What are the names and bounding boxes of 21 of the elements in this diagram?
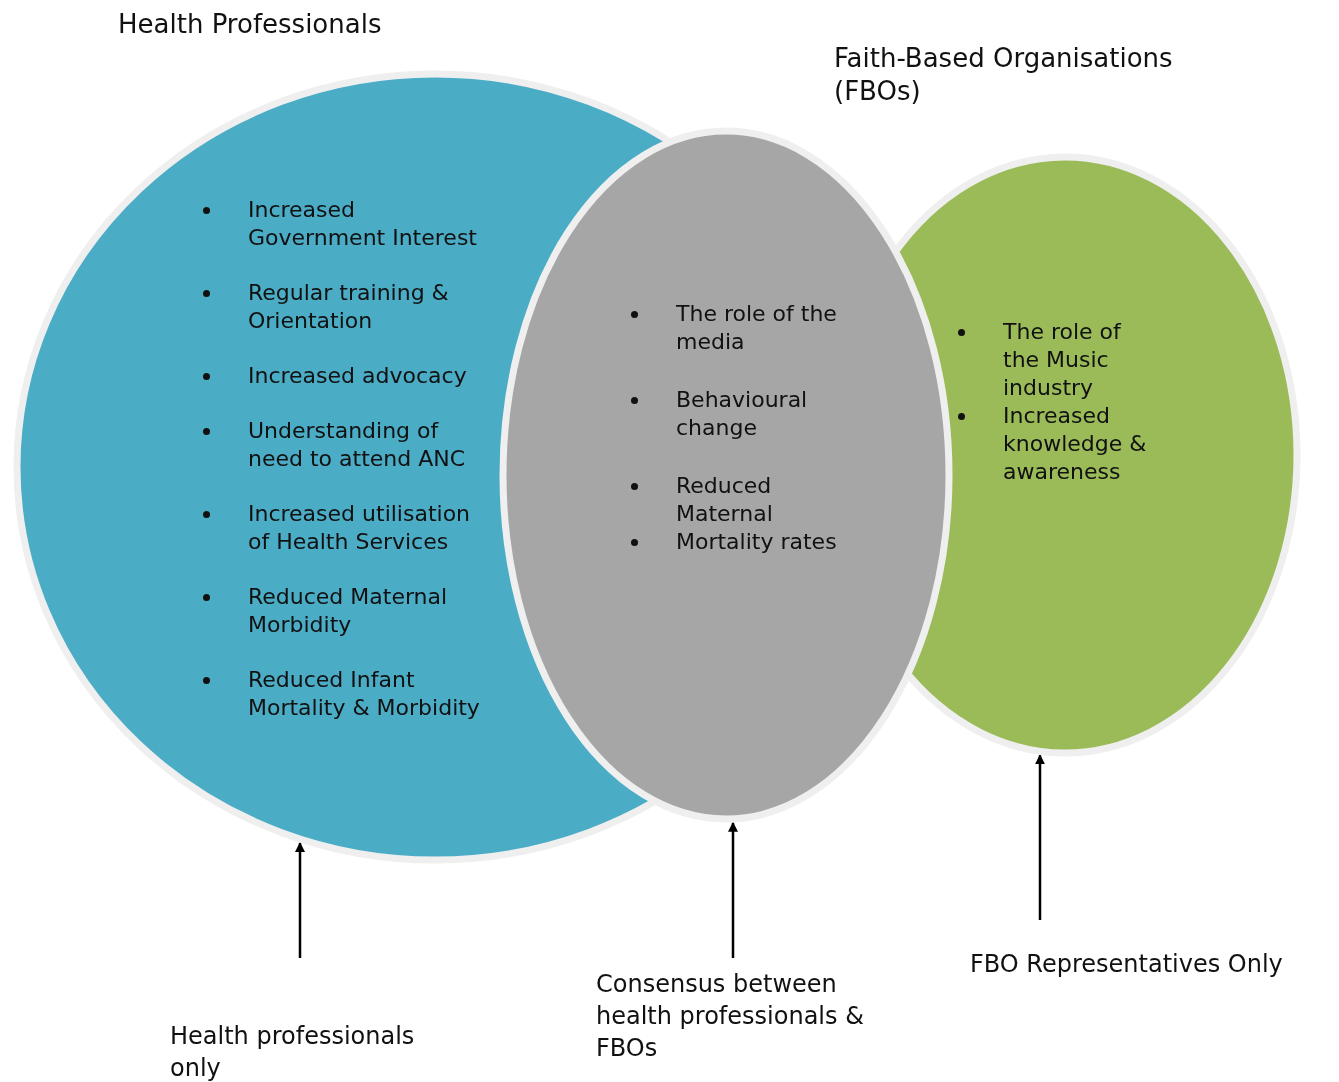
bullet-text: Increased utilisation of Health Services xyxy=(248,501,471,554)
bullet-text: Regular training & Orientation xyxy=(248,280,449,333)
caption-text: Consensus between health professionals & FBOs xyxy=(596,969,865,1064)
bullet-text: The role of the media xyxy=(676,301,837,354)
caption-text: FBO Representatives Only xyxy=(970,949,1284,980)
bullet-text: Reduced Maternal Morbidity xyxy=(248,584,448,637)
bullet-text: Behavioural change xyxy=(676,387,808,440)
arrow xyxy=(295,841,305,958)
bullet-text: Increased knowledge & awareness xyxy=(1003,403,1147,484)
set-heading: Health Professionals xyxy=(118,8,383,41)
caption-text: Health professionals only xyxy=(170,1021,416,1082)
set-heading: Faith-Based Organisations (FBOs) xyxy=(834,42,1174,108)
bullet-text: Mortality rates xyxy=(676,529,837,554)
bullet-text: Increased Government Interest xyxy=(248,197,477,250)
bullet-text: Reduced Maternal xyxy=(676,473,773,526)
bullet-text: Reduced Infant Mortality & Morbidity xyxy=(248,667,480,720)
bullet-text: Increased advocacy xyxy=(248,363,467,388)
arrow xyxy=(728,821,738,958)
bullet-text: The role of the Music industry xyxy=(1003,319,1121,400)
arrow xyxy=(1035,754,1045,920)
bullet-text: Understanding of need to attend ANC xyxy=(248,418,466,471)
